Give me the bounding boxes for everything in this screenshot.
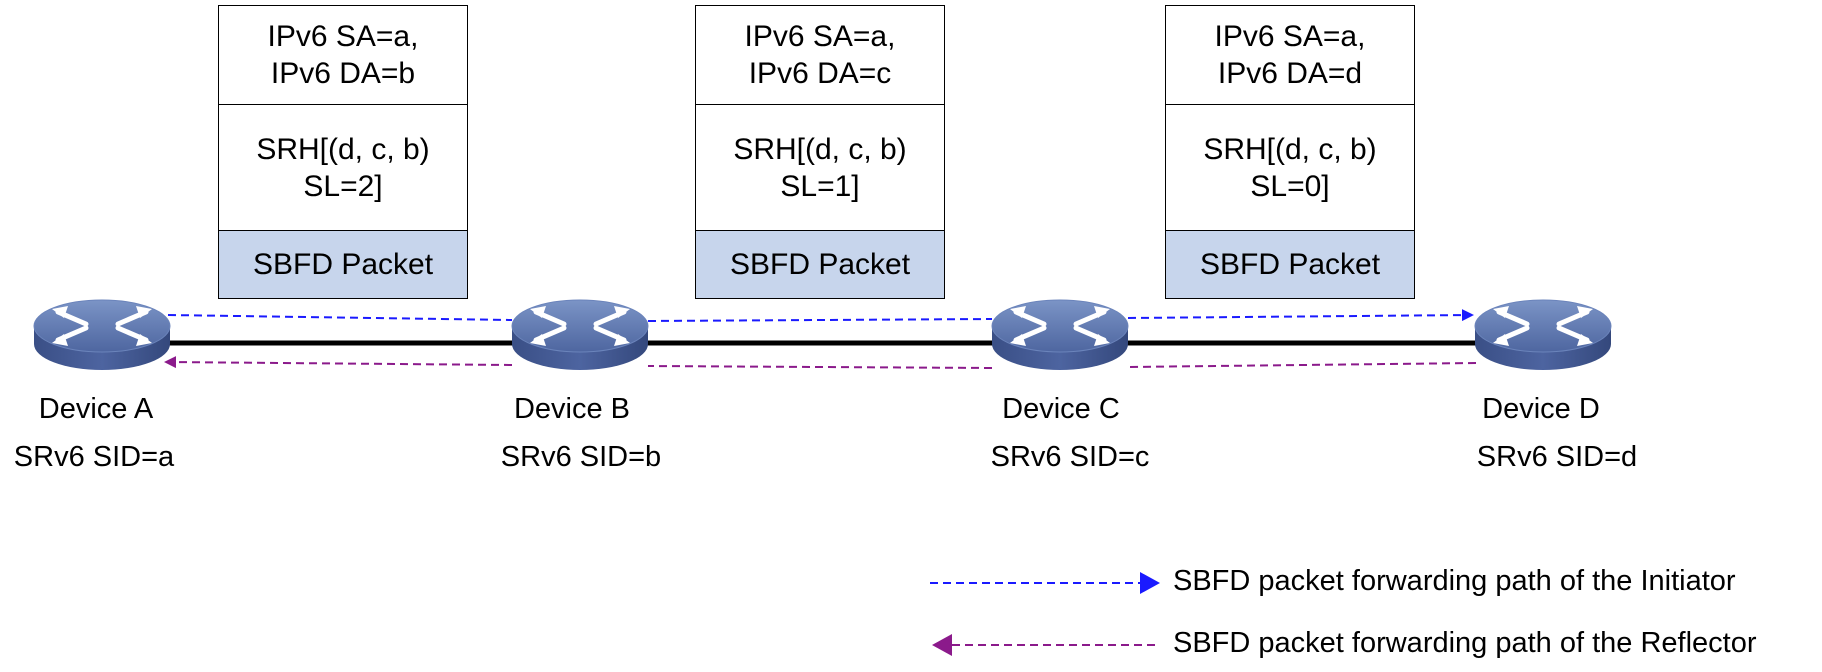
device-name: Device C: [1002, 393, 1120, 425]
device-sid: SRv6 SID=c: [990, 441, 1150, 473]
sbfd-payload: SBFD Packet: [1166, 231, 1414, 298]
packet-stack: IPv6 SA=a, IPv6 DA=b SRH[(d, c, b) SL=2]…: [218, 5, 468, 299]
srh-list-text: SRH[(d, c, b): [256, 132, 430, 166]
ipv6-da-text: IPv6 DA=b: [270, 57, 416, 90]
ipv6-sa-text: IPv6 SA=a,: [744, 20, 896, 53]
srh-sl-text: SL=0]: [1250, 169, 1330, 203]
ipv6-sa-text: IPv6 SA=a,: [1214, 20, 1366, 53]
srh-header: SRH[(d, c, b) SL=0]: [1166, 105, 1414, 231]
reflector-path-segment: [1127, 362, 1477, 368]
router-icon: [512, 300, 648, 370]
initiator-path-segment: [647, 318, 993, 322]
payload-label: SBFD Packet: [1199, 248, 1381, 281]
ipv6-sa-text: IPv6 SA=a,: [267, 20, 419, 53]
legend-initiator-label: SBFD packet forwarding path of the Initi…: [1173, 565, 1736, 597]
device-sid: SRv6 SID=a: [13, 441, 175, 473]
ipv6-da-text: IPv6 DA=c: [748, 57, 892, 90]
payload-label: SBFD Packet: [729, 248, 911, 281]
router-icon: [992, 300, 1128, 370]
srh-sl-text: SL=2]: [303, 169, 383, 203]
router-icon: [1475, 300, 1611, 370]
device-sid: SRv6 SID=d: [1476, 441, 1638, 473]
ipv6-header: IPv6 SA=a, IPv6 DA=b: [219, 6, 467, 105]
ipv6-header: IPv6 SA=a, IPv6 DA=c: [696, 6, 944, 105]
payload-label: SBFD Packet: [252, 248, 434, 281]
device-name: Device A: [38, 393, 154, 425]
device-name: Device D: [1482, 393, 1600, 425]
packet-stack: IPv6 SA=a, IPv6 DA=c SRH[(d, c, b) SL=1]…: [695, 5, 945, 299]
srh-list-text: SRH[(d, c, b): [733, 132, 907, 166]
sbfd-payload: SBFD Packet: [696, 231, 944, 298]
srh-sl-text: SL=1]: [780, 169, 860, 203]
sbfd-payload: SBFD Packet: [219, 231, 467, 298]
srh-list-text: SRH[(d, c, b): [1203, 132, 1377, 166]
router-icon: [34, 300, 170, 370]
srh-header: SRH[(d, c, b) SL=1]: [696, 105, 944, 231]
srh-header: SRH[(d, c, b) SL=2]: [219, 105, 467, 231]
initiator-path-arrow: [1127, 309, 1474, 322]
ipv6-da-text: IPv6 DA=d: [1217, 57, 1363, 90]
packet-stack: IPv6 SA=a, IPv6 DA=d SRH[(d, c, b) SL=0]…: [1165, 5, 1415, 299]
reflector-path-arrow: [164, 356, 513, 369]
initiator-path-segment: [167, 314, 513, 321]
reflector-path-segment: [647, 365, 993, 369]
ipv6-header: IPv6 SA=a, IPv6 DA=d: [1166, 6, 1414, 105]
legend-reflector-arrow: [932, 634, 952, 656]
legend-initiator-arrow: [1140, 572, 1160, 594]
device-sid: SRv6 SID=b: [500, 441, 662, 473]
legend-reflector-label: SBFD packet forwarding path of the Refle…: [1173, 627, 1757, 659]
device-name: Device B: [513, 393, 631, 425]
